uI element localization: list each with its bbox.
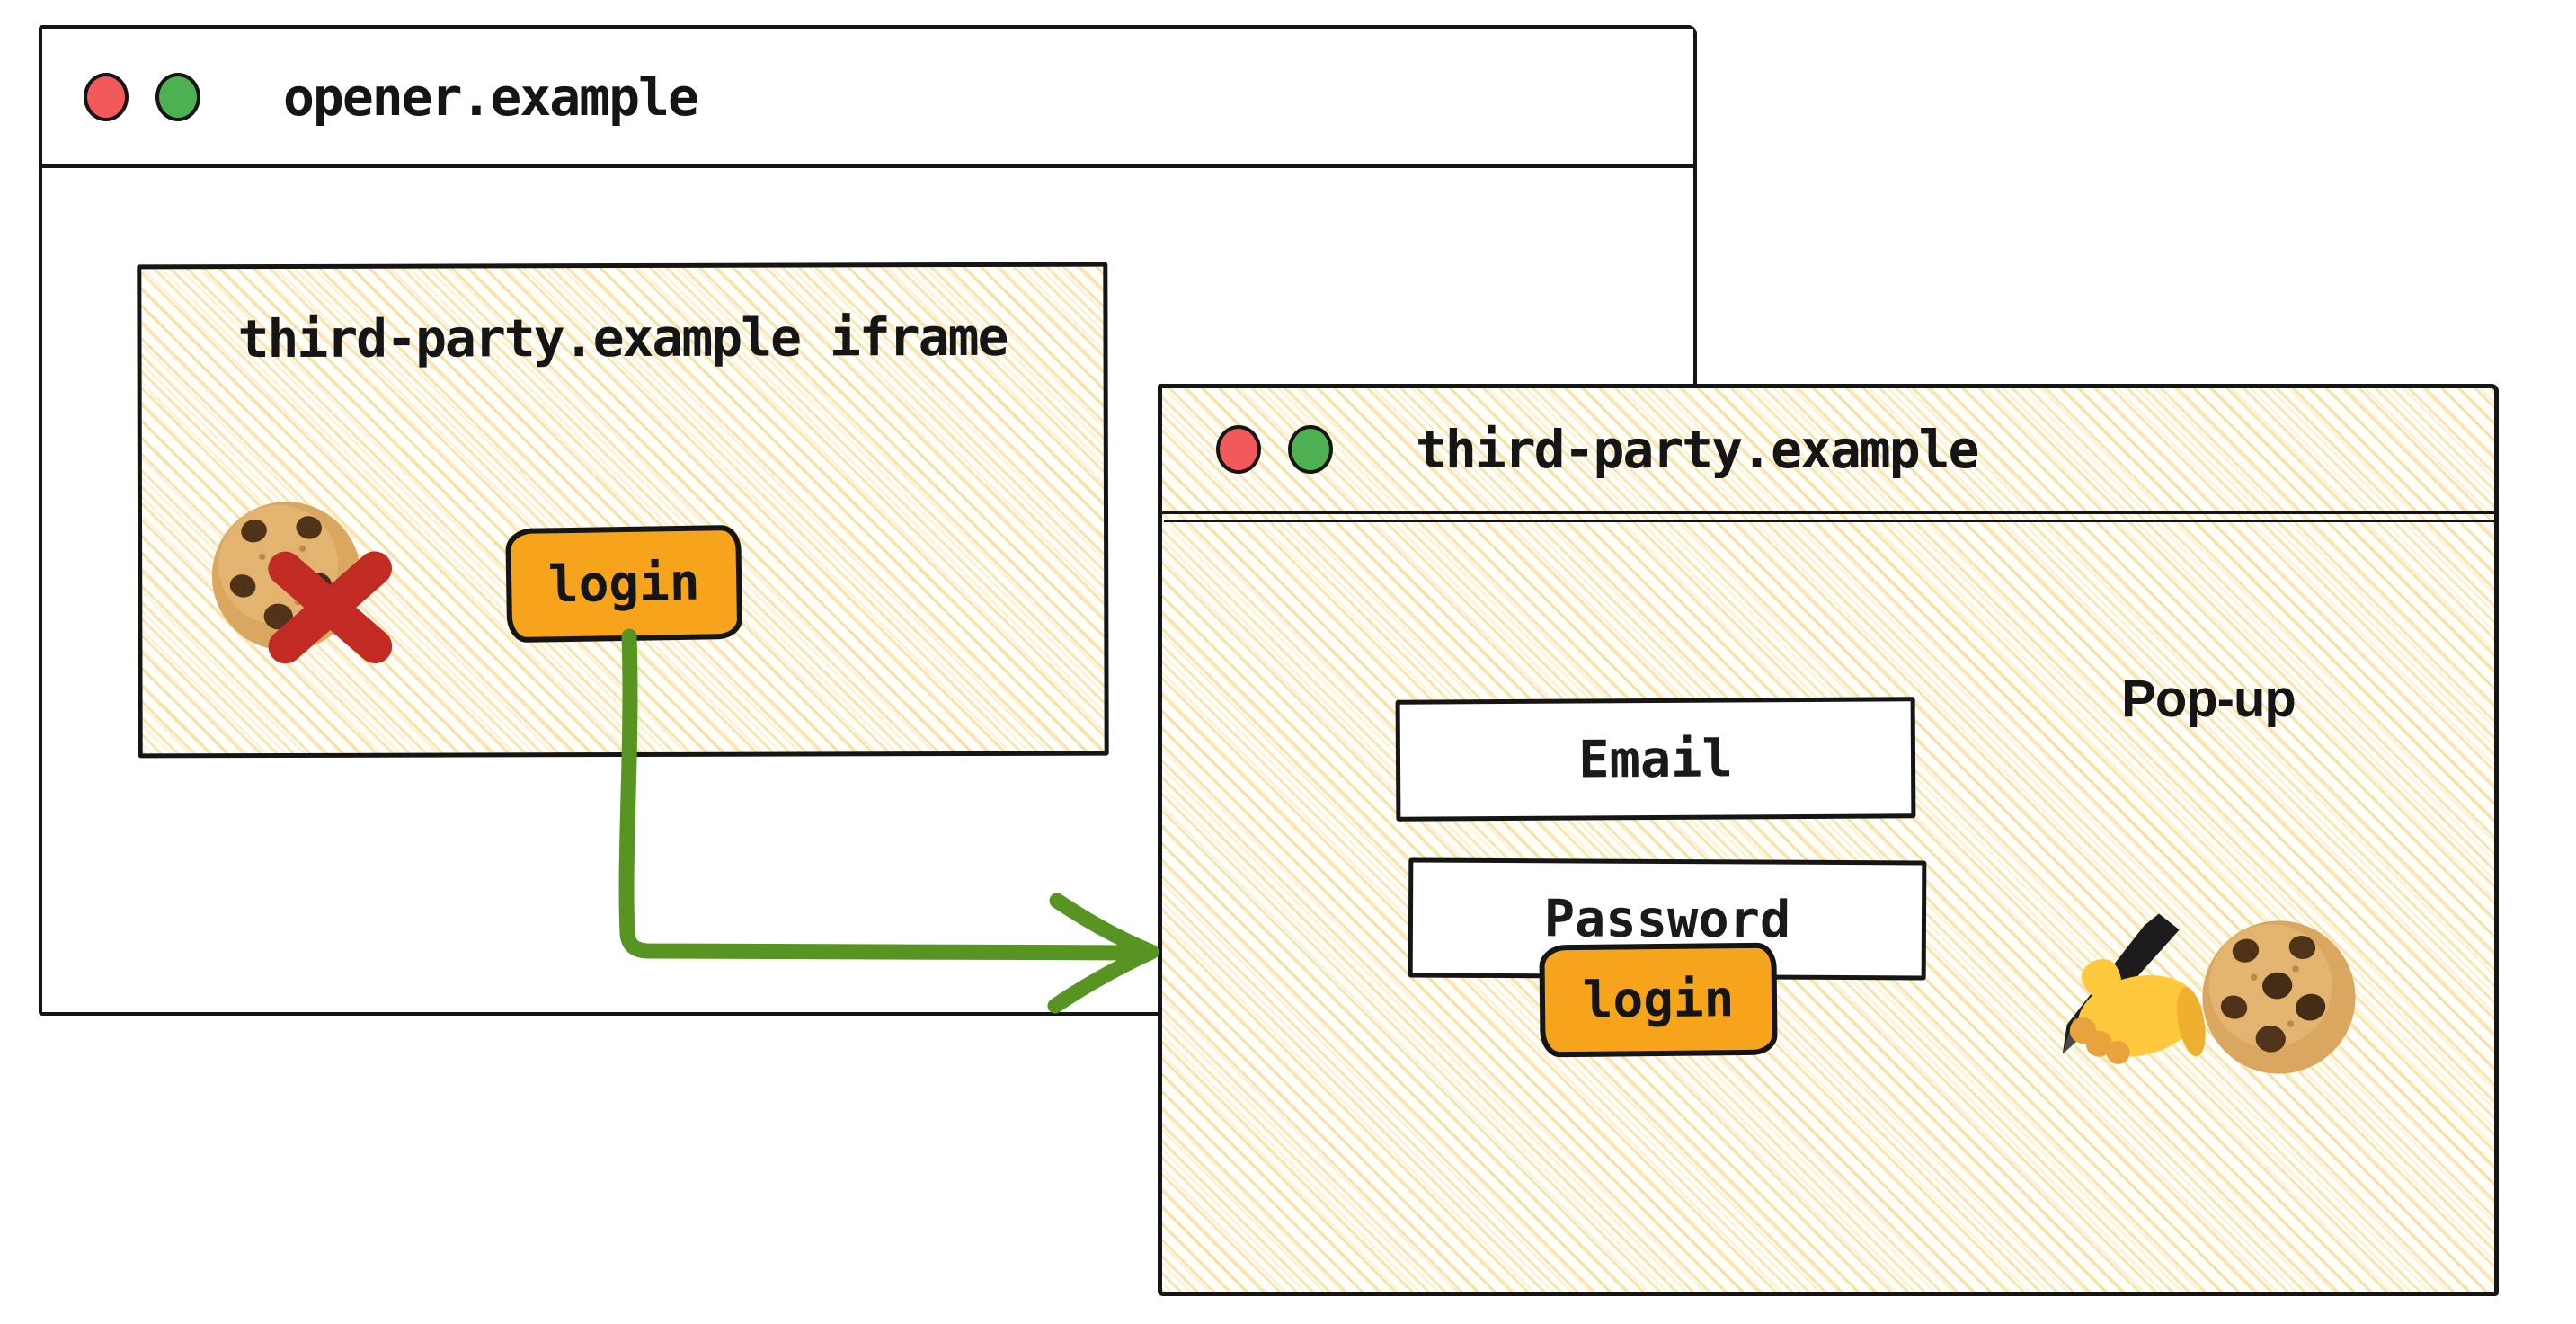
writing-hand-icon xyxy=(2030,908,2206,1083)
window-close-dot-icon[interactable] xyxy=(84,72,129,121)
window-minimize-dot-icon[interactable] xyxy=(1288,425,1333,474)
email-input[interactable] xyxy=(1395,697,1916,822)
opener-titlebar: opener.example xyxy=(42,29,1693,168)
iframe-login-button[interactable]: login xyxy=(505,524,743,644)
popup-window: third-party.example login Pop-up xyxy=(1158,384,2499,1296)
red-cross-icon xyxy=(253,536,406,680)
window-minimize-dot-icon[interactable] xyxy=(155,72,200,121)
popup-titlebar: third-party.example xyxy=(1162,388,2494,522)
popup-login-button[interactable]: login xyxy=(1539,942,1778,1058)
window-close-dot-icon[interactable] xyxy=(1216,425,1261,474)
opener-window-title: opener.example xyxy=(283,66,699,128)
blocked-cookie-icon xyxy=(203,495,400,671)
popup-window-title: third-party.example xyxy=(1416,419,1979,480)
cookie-icon xyxy=(2196,914,2362,1080)
iframe-label: third-party.example iframe xyxy=(237,306,1008,370)
third-party-iframe: third-party.example iframe xyxy=(137,262,1109,759)
popup-annotation: Pop-up xyxy=(2121,670,2296,728)
